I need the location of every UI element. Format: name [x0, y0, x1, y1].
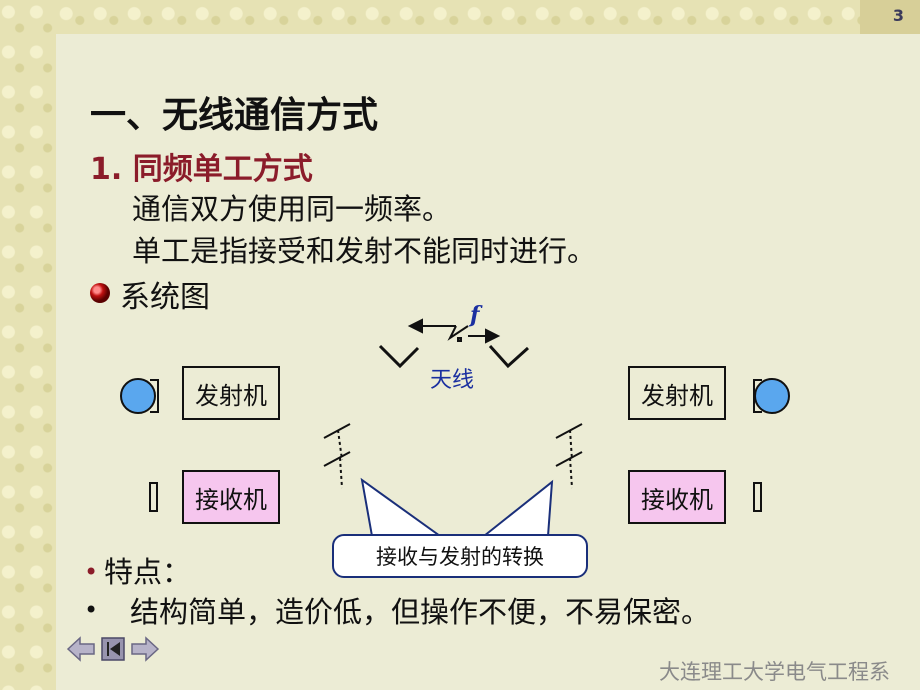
page-number-bar: [860, 0, 920, 34]
red-bullet-icon: [90, 283, 110, 303]
decorative-top-border: [56, 0, 920, 34]
text-line-1: 通信双方使用同一频率。: [132, 192, 452, 226]
page-number: 3: [892, 6, 904, 25]
right-speaker-icon: [753, 378, 790, 414]
slide-subtitle: 1. 同频单工方式: [90, 152, 313, 187]
features-description: 结构简单，造价低，但操作不便，不易保密。: [130, 595, 711, 629]
footer-organization: 大连理工大学电气工程系: [659, 660, 890, 684]
right-switch-icon: [555, 423, 583, 489]
left-switch-icon: [323, 423, 351, 489]
right-transmitter-box: 发射机: [628, 366, 726, 420]
right-earpiece-icon: [753, 482, 762, 512]
signal-arrow-icon: [407, 318, 501, 344]
slide-content-area: [56, 34, 920, 690]
arrow-right-icon[interactable]: [130, 634, 160, 664]
left-earpiece-icon: [149, 482, 158, 512]
frequency-label: f: [470, 302, 480, 328]
decorative-left-border: [0, 0, 56, 690]
text-line-2: 单工是指接受和发射不能同时进行。: [132, 234, 597, 268]
slide-navigation: [66, 634, 160, 664]
first-page-icon[interactable]: [98, 634, 128, 664]
left-antenna-icon: [378, 344, 420, 369]
arrow-left-icon[interactable]: [66, 634, 96, 664]
callout-pointer: [360, 477, 554, 537]
system-diagram-label: 系统图: [120, 280, 210, 315]
slide-title: 一、无线通信方式: [90, 95, 379, 136]
switch-callout: 接收与发射的转换: [332, 534, 588, 578]
antenna-label: 天线: [430, 368, 475, 393]
right-receiver-box: 接收机: [628, 470, 726, 524]
right-antenna-icon: [488, 344, 530, 369]
description-bullet: •: [84, 596, 99, 624]
left-transmitter-box: 发射机: [182, 366, 280, 420]
feature-bullet: •: [84, 558, 99, 586]
left-speaker-icon: [120, 378, 159, 414]
left-receiver-box: 接收机: [182, 470, 280, 524]
features-label: 特点：: [104, 555, 192, 589]
